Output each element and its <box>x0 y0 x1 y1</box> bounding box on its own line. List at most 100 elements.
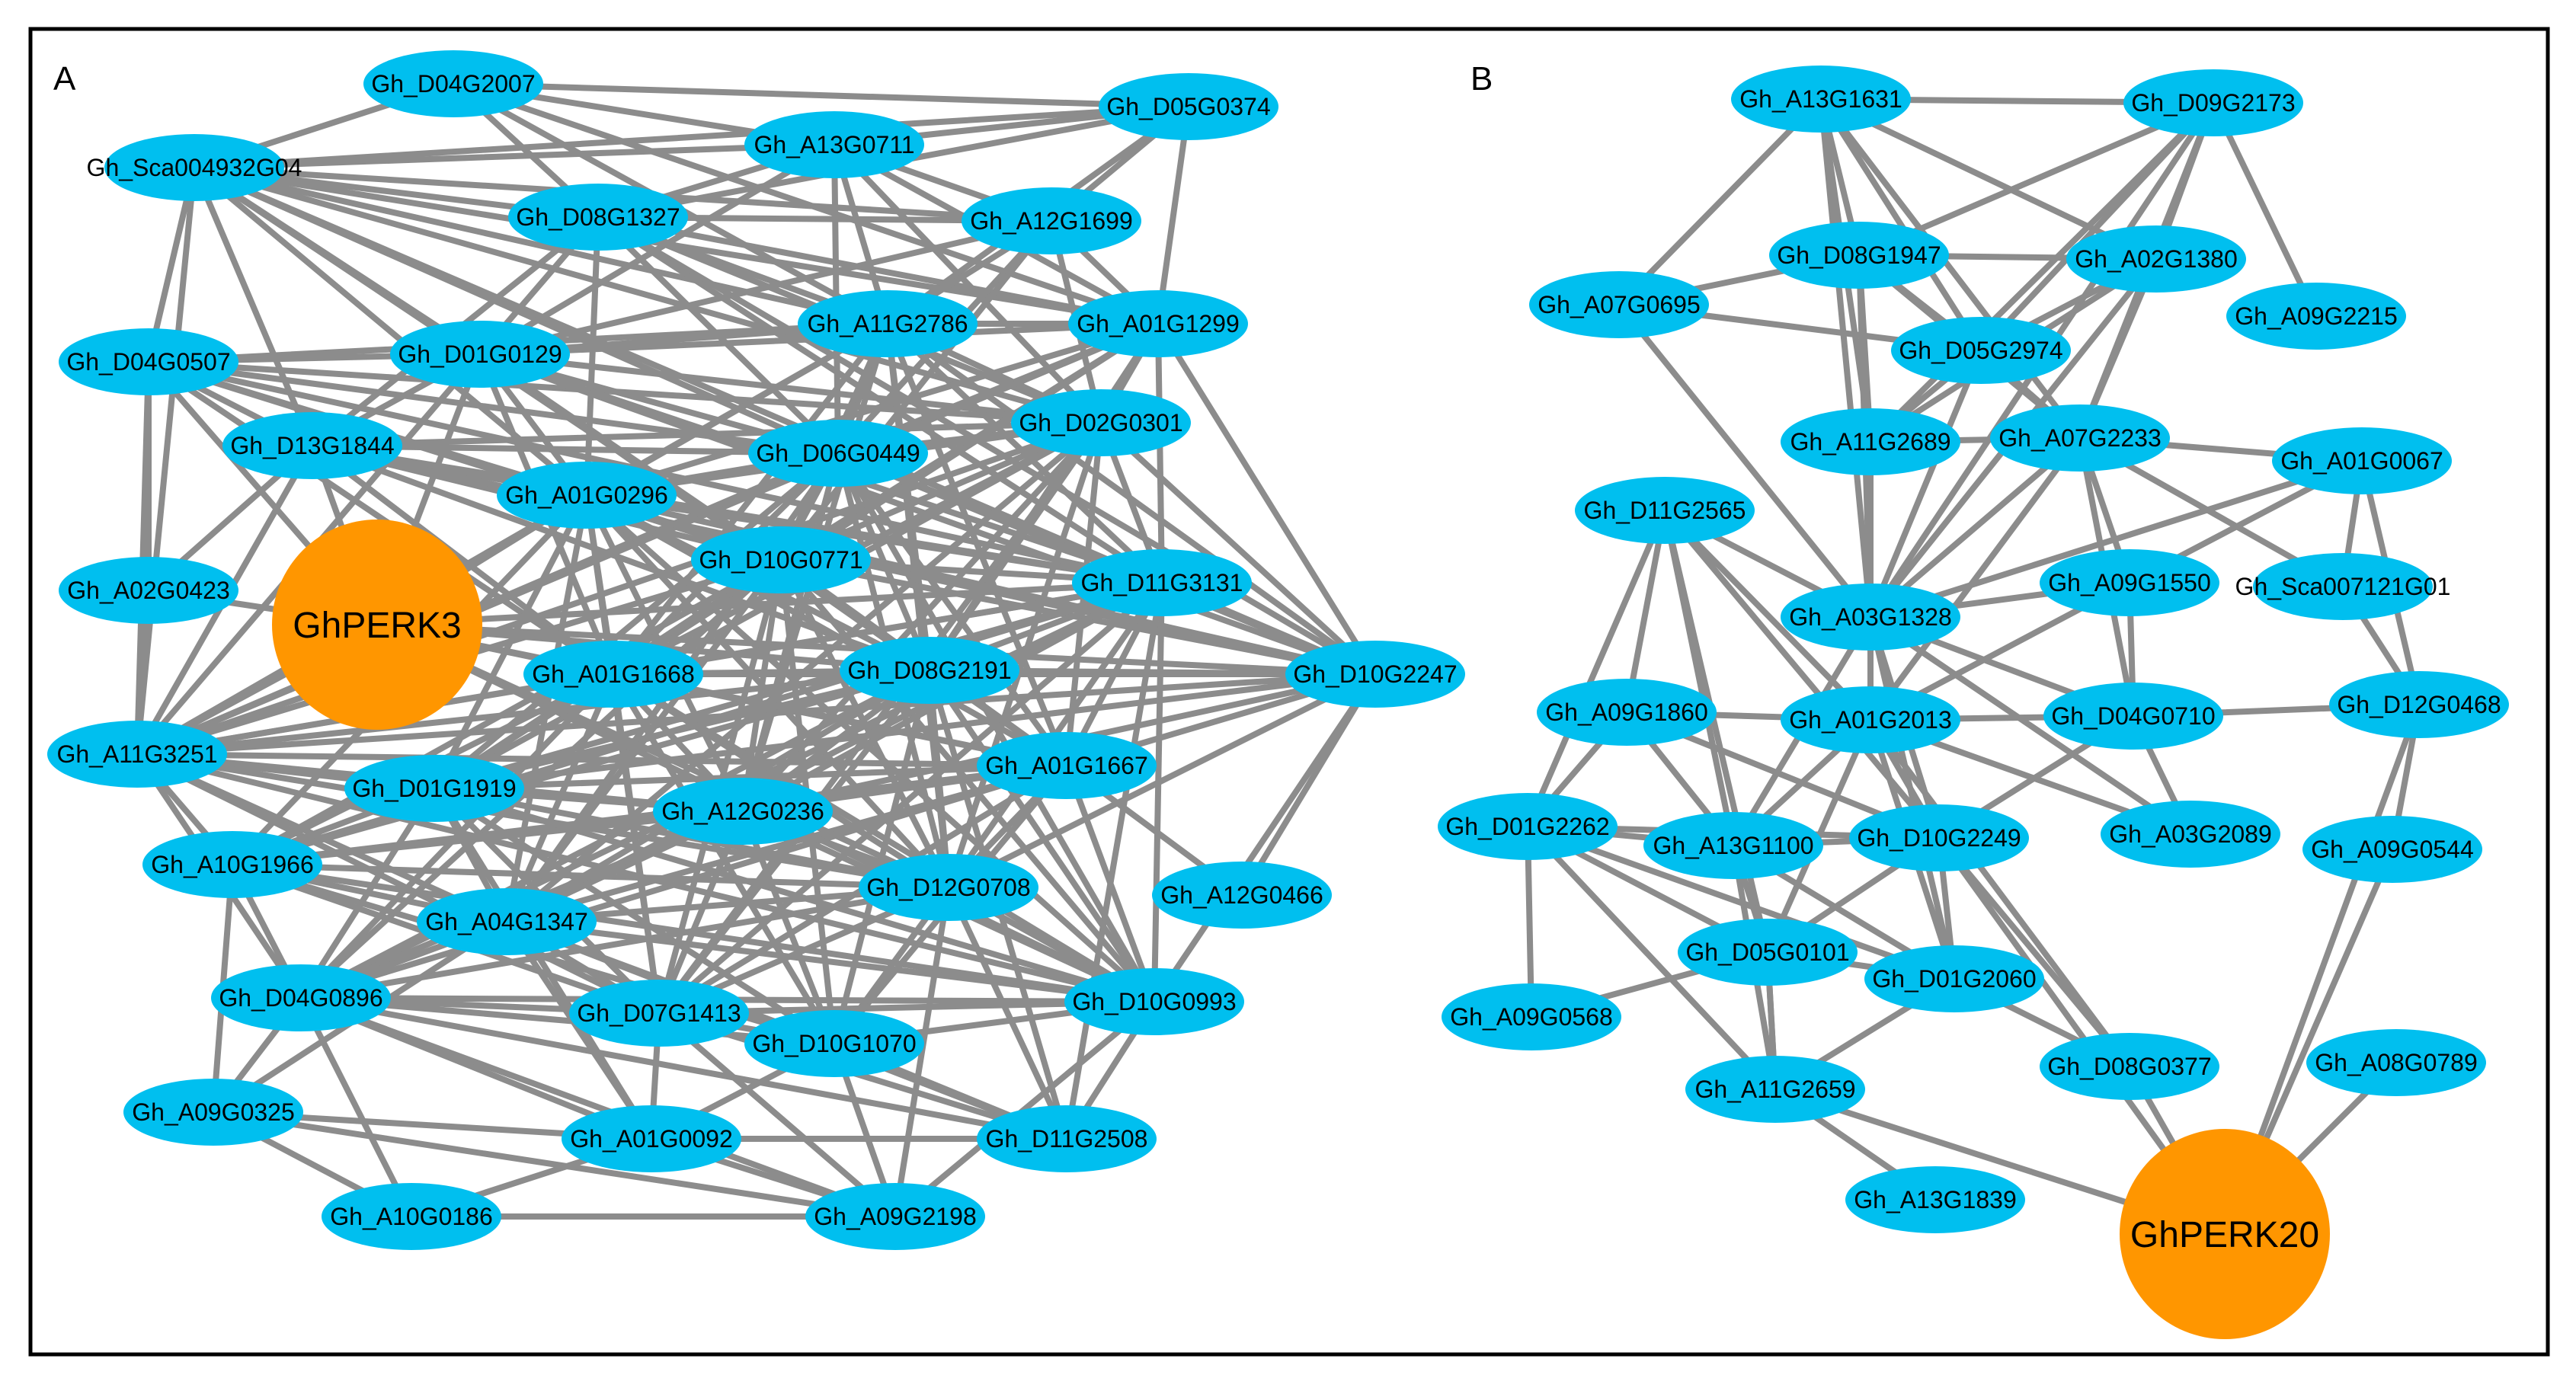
gene-node: Gh_D04G0896 <box>211 964 391 1031</box>
gene-node-label: Gh_A12G0466 <box>1160 881 1323 909</box>
gene-node: Gh_D08G1327 <box>508 184 688 251</box>
gene-node: Gh_D13G1844 <box>222 412 402 479</box>
gene-node-ellipse <box>1864 945 2044 1012</box>
gene-node-label: Gh_D01G1919 <box>352 775 516 802</box>
edge <box>2210 100 2319 319</box>
gene-node-ellipse <box>1152 862 1332 929</box>
gene-node: Gh_D11G2508 <box>977 1105 1157 1172</box>
edge <box>1867 435 2083 723</box>
edge <box>595 214 1378 677</box>
gene-node-label: Gh_A10G1966 <box>151 851 314 878</box>
gene-node: Gh_D05G2974 <box>1891 317 2071 384</box>
edge <box>298 995 837 1047</box>
panel-a-label: A <box>53 60 76 98</box>
gene-node: Gh_A01G0092 <box>562 1105 741 1172</box>
gene-node: Gh_A03G1328 <box>1781 583 1960 651</box>
hub-node-label: GhPERK3 <box>293 606 461 646</box>
edge <box>1151 580 1165 1005</box>
edge <box>1818 96 2083 441</box>
gene-node-label: Gh_A07G2233 <box>1998 424 2162 452</box>
edge <box>1662 507 1874 723</box>
gene-node-label: Gh_A12G0236 <box>661 798 824 825</box>
gene-node: Gh_A11G2786 <box>798 290 978 357</box>
gene-node-ellipse <box>1099 73 1278 140</box>
gene-node: Gh_D05G0101 <box>1678 919 1858 986</box>
edge <box>1064 763 1157 1005</box>
edge <box>191 142 837 171</box>
gene-node-ellipse <box>1781 408 1960 475</box>
gene-node-ellipse <box>1891 317 2071 384</box>
edge <box>210 1109 898 1220</box>
edge <box>946 884 1070 1142</box>
gene-node: Gh_A07G2233 <box>1990 404 2170 472</box>
gene-node: Gh_D10G2249 <box>1849 804 2029 871</box>
gene-node: Gh_A01G1299 <box>1068 290 1248 357</box>
gene-node-label: Gh_A09G0568 <box>1450 1003 1613 1031</box>
gene-node-label: Gh_A09G2198 <box>814 1203 977 1230</box>
gene-node-label: Gh_D10G0771 <box>699 546 862 574</box>
gene-node-label: Gh_D12G0468 <box>2337 691 2501 718</box>
gene-node-ellipse <box>322 1183 501 1250</box>
gene-node-ellipse <box>497 462 677 529</box>
gene-node: Gh_D10G0771 <box>691 526 871 593</box>
gene-node: Gh_A01G1667 <box>977 732 1157 799</box>
edge <box>477 351 1104 426</box>
gene-node-ellipse <box>840 637 1019 704</box>
edge <box>229 667 933 868</box>
gene-node-ellipse <box>1011 389 1191 456</box>
gene-node-label: Gh_D05G0101 <box>1685 938 1849 966</box>
edge <box>740 808 837 1047</box>
gene-node-ellipse <box>569 980 749 1047</box>
gene-node: Gh_D09G2173 <box>2123 69 2303 136</box>
edge <box>134 751 1070 769</box>
gene-node-ellipse <box>1781 686 1960 753</box>
gene-node-label: Gh_D01G2060 <box>1872 965 2036 993</box>
gene-node: Gh_A01G2013 <box>1781 686 1960 753</box>
gene-node: Gh_A09G1860 <box>1537 679 1717 746</box>
gene-node: Gh_D10G1070 <box>744 1010 924 1077</box>
gene-node-label: Gh_D01G0129 <box>398 341 562 368</box>
edge <box>1867 458 2365 620</box>
gene-node-ellipse <box>2101 801 2280 868</box>
gene-node-ellipse <box>1643 812 1823 879</box>
edge <box>191 165 891 327</box>
gene-node: Gh_D11G3131 <box>1072 549 1252 616</box>
gene-node-ellipse <box>59 557 238 624</box>
gene-node: Gh_D01G2262 <box>1438 793 1618 860</box>
gene-node: Gh_D01G0129 <box>390 321 570 388</box>
hub-node: GhPERK3 <box>272 520 482 730</box>
gene-node: Gh_A08G0789 <box>2306 1029 2486 1096</box>
edge <box>298 995 898 1220</box>
gene-node-label: Gh_A09G2215 <box>2235 302 2398 330</box>
gene-node-ellipse <box>47 721 227 788</box>
gene-node-label: Gh_A01G1667 <box>985 752 1148 779</box>
gene-node-label: Gh_A11G2786 <box>807 310 968 337</box>
edge <box>926 667 1157 1005</box>
edge <box>134 450 841 757</box>
gene-node-label: Gh_A09G0544 <box>2311 836 2474 863</box>
gene-node: Gh_A11G2659 <box>1685 1056 1865 1123</box>
gene-node: Gh_Sca007121G01 <box>2235 553 2450 620</box>
gene-node-ellipse <box>523 641 703 708</box>
edge <box>504 919 1157 1005</box>
gene-node: Gh_A12G1699 <box>962 187 1141 254</box>
gene-node-label: Gh_D04G0507 <box>66 348 230 376</box>
edge <box>191 104 1192 171</box>
gene-node-label: Gh_A07G0695 <box>1538 291 1701 318</box>
hub-node-label: GhPERK20 <box>2130 1215 2319 1255</box>
gene-node-ellipse <box>123 1079 303 1146</box>
edge <box>1151 671 1378 1005</box>
gene-node-ellipse <box>744 111 924 178</box>
edge <box>1818 96 1984 353</box>
gene-node-ellipse <box>2043 683 2223 750</box>
gene-node-ellipse <box>104 134 284 201</box>
gene-node-label: Gh_A10G0186 <box>330 1203 493 1230</box>
gene-node-ellipse <box>805 1183 985 1250</box>
gene-node-ellipse <box>508 184 688 251</box>
edge <box>584 492 1165 586</box>
gene-node-label: Gh_A11G2689 <box>1790 428 1950 456</box>
gene-node-ellipse <box>59 328 238 395</box>
gene-node-ellipse <box>2066 225 2246 293</box>
gene-node: Gh_A02G0423 <box>59 557 238 624</box>
edge <box>146 359 616 677</box>
